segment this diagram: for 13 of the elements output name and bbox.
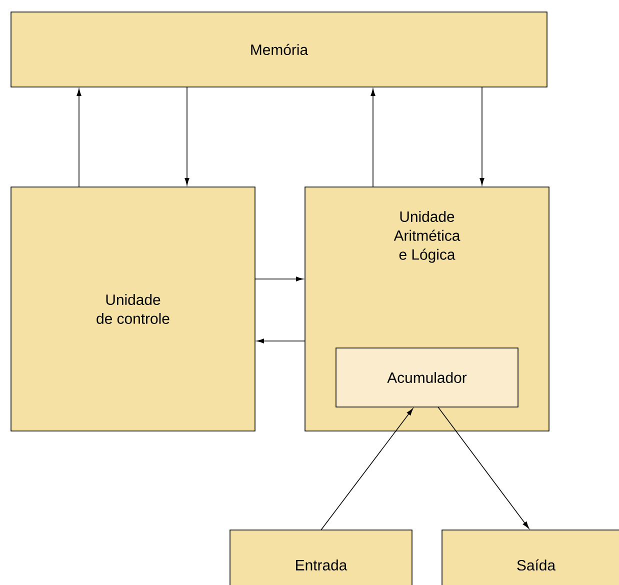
arrow [256, 338, 306, 344]
arrow [480, 86, 484, 186]
arrow [370, 88, 376, 188]
arrow [320, 408, 414, 530]
input-box: Entrada [230, 530, 412, 585]
arrow [438, 406, 530, 529]
arrow [254, 276, 304, 282]
control-unit-box: Unidade de controle [10, 186, 256, 432]
accumulator-box: Acumulador [336, 348, 518, 408]
arrow [76, 88, 82, 188]
arrow [184, 86, 190, 186]
memory-box: Memória [10, 12, 548, 88]
output-box: Saída [442, 530, 619, 585]
